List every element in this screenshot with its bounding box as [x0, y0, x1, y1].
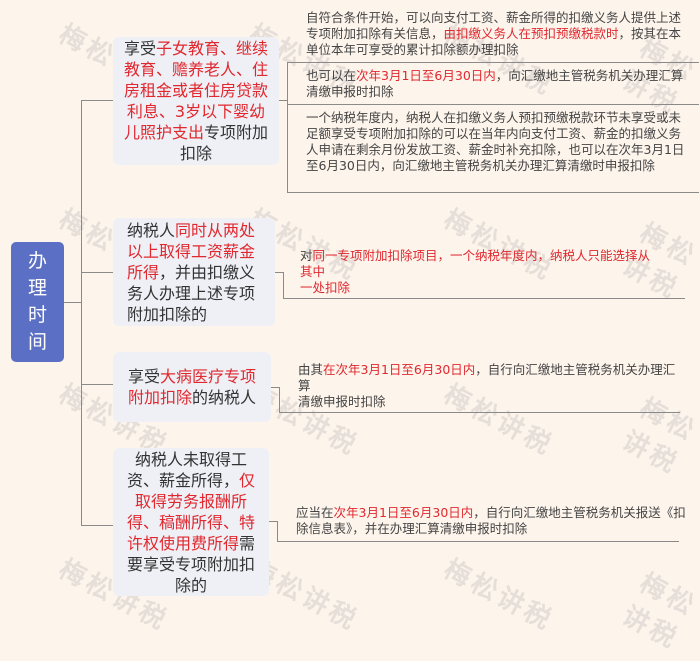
leaf-text: 对同一专项附加扣除项目，一个纳税年度内，纳税人只能选择从其中一处扣除	[300, 248, 660, 296]
branch-text: 享受大病医疗专项附加扣除的纳税人	[123, 366, 261, 408]
branch-text-highlight: 大病医疗专项附加扣除	[127, 367, 257, 407]
connector-line	[287, 192, 699, 193]
leaf-text-part: ，自行向汇缴地主管税务机关办理汇算	[298, 362, 676, 393]
branch-text-highlight: 子女教育、继续教育、赡养老人、住房租金或者住房贷款利息、3岁以下婴幼儿照护支出	[123, 39, 269, 142]
connector-line	[283, 272, 284, 299]
connector-trunk	[81, 100, 82, 525]
leaf-text-part: ，向汇缴地主管税务机关办理汇算清缴申报时扣除	[306, 68, 684, 99]
root-char: 间	[27, 331, 47, 353]
connector-line	[287, 62, 288, 192]
branch-text-part: 纳税人	[127, 220, 176, 240]
connector-line	[269, 521, 277, 522]
branch-node-no-salary-income[interactable]: 纳税人未取得工资、薪金所得，仅取得劳务报酬所得、稿酬所得、特许权使用费所得需要享…	[113, 448, 269, 596]
branch-text-part: 享受	[123, 39, 156, 58]
leaf-text-part: ，自行向汇缴地主管税务机关报送《扣除信息表》，并在办理汇算清缴申报时扣除	[296, 505, 686, 536]
connector-line	[81, 384, 113, 385]
branch-text-part: 的纳税人	[192, 388, 257, 407]
leaf-text-highlight: 次年3月1日至6月30日内	[333, 505, 474, 520]
connector-line	[81, 272, 113, 273]
connector-line	[279, 387, 280, 413]
connector-line	[287, 104, 699, 105]
connector-line	[277, 541, 679, 542]
branch-text: 纳税人未取得工资、薪金所得，仅取得劳务报酬所得、稿酬所得、特许权使用费所得需要享…	[123, 449, 259, 596]
connector-line	[283, 298, 685, 299]
branch-text-highlight: 同时从两处以上取得工资薪金所得	[127, 220, 256, 282]
leaf-text: 自符合条件开始，可以向支付工资、薪金所得的扣缴义务人提供上述专项附加扣除有关信息…	[306, 10, 686, 58]
leaf-text-highlight: 由扣缴义务人在预扣预缴税款时	[443, 26, 619, 41]
branch-text-highlight: 仅取得劳务报酬所得、稿酬所得、特许权使用费所得	[126, 470, 256, 553]
branch-text-part: 享受	[127, 367, 160, 386]
root-char: 时	[27, 304, 47, 326]
watermark: 梅松讲税	[617, 568, 700, 656]
branch-text: 纳税人同时从两处以上取得工资薪金所得，并由扣缴义务人办理上述专项附加扣除的	[127, 220, 265, 325]
branch-node-children-education[interactable]: 享受子女教育、继续教育、赡养老人、住房租金或者住房贷款利息、3岁以下婴幼儿照护支…	[113, 37, 279, 165]
connector-line	[277, 521, 278, 542]
connector-line	[275, 272, 283, 273]
root-char: 办	[27, 250, 47, 272]
branch-node-multiple-income[interactable]: 纳税人同时从两处以上取得工资薪金所得，并由扣缴义务人办理上述专项附加扣除的	[113, 218, 275, 326]
leaf-text-part: 由其	[298, 362, 324, 377]
leaf-text: 也可以在次年3月1日至6月30日内，向汇缴地主管税务机关办理汇算清缴申报时扣除	[306, 68, 686, 100]
leaf-text-highlight: 一处扣除	[300, 280, 351, 295]
leaf-text: 应当在次年3月1日至6月30日内，自行向汇缴地主管税务机关报送《扣除信息表》，并…	[296, 505, 686, 537]
leaf-text: 一个纳税年度内，纳税人在扣缴义务人预扣预缴税款环节未享受或未足额享受专项附加扣除…	[306, 110, 686, 174]
leaf-text-part: 应当在	[296, 505, 334, 520]
watermark: 梅松讲税	[438, 554, 559, 638]
leaf-text-part: 对	[300, 248, 313, 263]
leaf-text-part: 也可以在	[306, 68, 357, 83]
branch-node-serious-illness[interactable]: 享受大病医疗专项附加扣除的纳税人	[113, 352, 271, 422]
root-node[interactable]: 办 理 时 间	[11, 242, 64, 362]
leaf-text-highlight: 同一专项附加扣除项目，一个纳税年度内，纳税人只能选择从其中	[300, 248, 651, 279]
connector-line	[287, 62, 699, 63]
connector-line	[279, 100, 287, 101]
branch-text-part: 纳税人未取得工资、薪金所得，	[126, 449, 247, 490]
connector-line	[279, 412, 680, 413]
connector-line	[81, 525, 113, 526]
branch-text-part: 需要享受专项附加扣除的	[126, 533, 256, 595]
connector-line	[271, 387, 279, 388]
leaf-text: 由其在次年3月1日至6月30日内，自行向汇缴地主管税务机关办理汇算清缴申报时扣除	[298, 362, 678, 410]
root-char: 理	[27, 277, 47, 299]
connector-line	[81, 100, 113, 101]
connector-line	[64, 302, 81, 303]
leaf-text-highlight: 次年3月1日至6月30日内	[356, 68, 496, 83]
leaf-text-part: ，按其在本单位本年可享受的累计扣除额办理扣除	[306, 26, 682, 57]
leaf-text-part: 清缴申报时扣除	[298, 394, 386, 409]
branch-text-part: ，并由扣缴义务人办理上述专项附加扣除的	[127, 262, 256, 324]
leaf-text-part: 一个纳税年度内，纳税人在扣缴义务人预扣预缴税款环节未享受或未足额享受专项附加扣除…	[306, 110, 685, 173]
leaf-text-highlight: 在次年3月1日至6月30日内	[323, 362, 476, 377]
branch-text-part: 专项附加扣除	[179, 123, 269, 163]
branch-text: 享受子女教育、继续教育、赡养老人、住房租金或者住房贷款利息、3岁以下婴幼儿照护支…	[123, 38, 269, 164]
leaf-text-part: 自符合条件开始，可以向支付工资、薪金所得的扣缴义务人提供上述专项附加扣除有关信息…	[306, 10, 682, 41]
